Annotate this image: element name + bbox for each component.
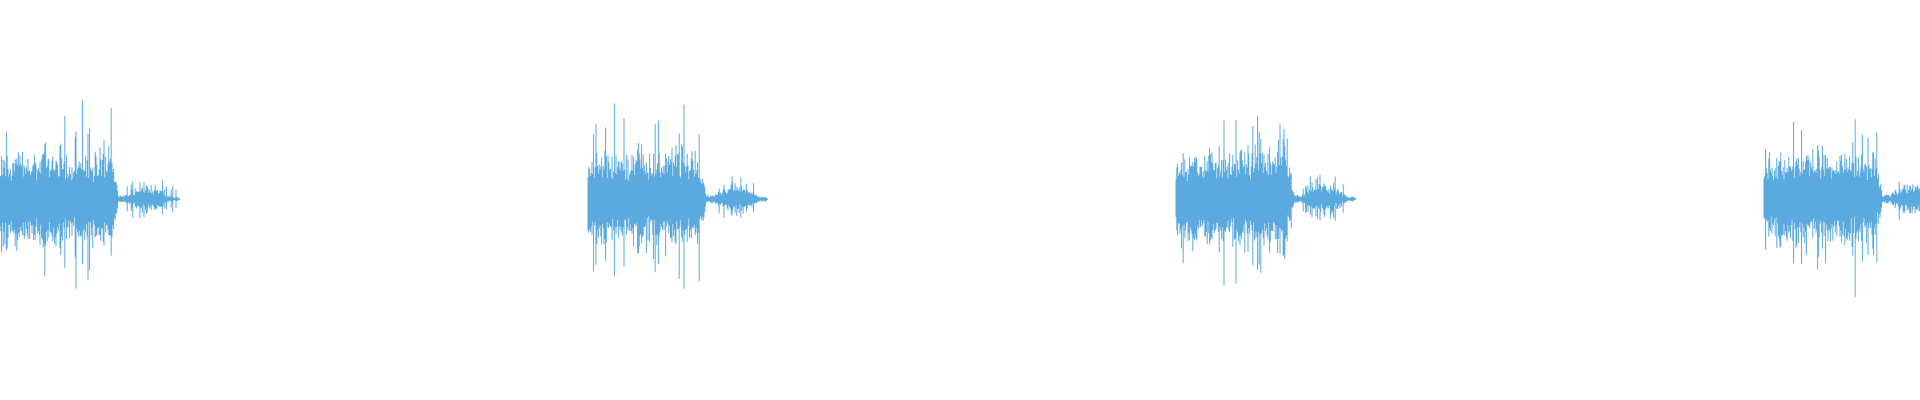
waveform-burst-trace [0, 99, 180, 289]
waveform-burst-trace [1763, 119, 1920, 298]
waveform-burst-trace [587, 103, 768, 289]
waveform-burst [587, 103, 768, 289]
waveform-burst [1175, 116, 1356, 285]
waveform-burst [1763, 119, 1920, 298]
waveform-burst-trace [1175, 116, 1356, 285]
waveform-burst [0, 99, 180, 289]
